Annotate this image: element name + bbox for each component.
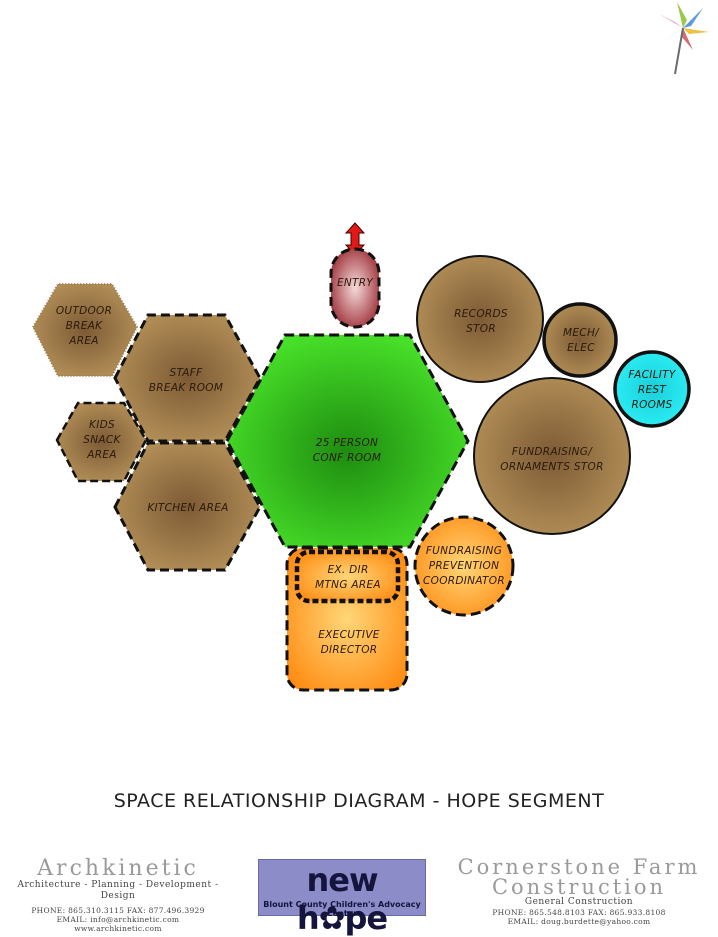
cornerstone-block: Cornerstone Farm Construction General Co… xyxy=(440,855,718,927)
room-kitchen-label: KITCHEN AREA xyxy=(147,502,228,514)
room-fundraising-orn-label-2: ORNAMENTS STOR xyxy=(500,461,603,473)
cornerstone-phone: PHONE: 865.548.8103 FAX: 865.933.8108 xyxy=(492,908,666,917)
room-staff-break-label-2: BREAK ROOM xyxy=(149,382,223,394)
archkinetic-block: Archkinetic Architecture - Planning - De… xyxy=(0,856,236,934)
cornerstone-name-1: Cornerstone Farm xyxy=(457,855,701,879)
room-kids-snack-label-3: AREA xyxy=(86,449,117,461)
cornerstone-email: EMAIL: doug.burdette@yahoo.com xyxy=(507,917,651,926)
room-mech-elec-label-2: ELEC xyxy=(567,342,595,354)
room-outdoor-break-label-2: BREAK xyxy=(66,320,104,332)
room-mech-elec: MECH/ ELEC xyxy=(542,302,618,378)
room-facility-label-3: ROOMS xyxy=(631,399,672,411)
diagram-title: SPACE RELATIONSHIP DIAGRAM - HOPE SEGMEN… xyxy=(113,790,605,812)
archkinetic-phone: PHONE: 865.310.3115 FAX: 877.496.3929 xyxy=(31,906,205,915)
room-prevention-coordinator: FUNDRAISING PREVENTION COORDINATOR xyxy=(413,515,515,617)
room-kids-snack: KIDS SNACK AREA xyxy=(55,401,148,483)
room-kitchen: KITCHEN AREA xyxy=(113,441,262,572)
room-entry-label: ENTRY xyxy=(337,277,374,289)
room-prevention-label-2: PREVENTION xyxy=(429,560,500,572)
room-fundraising-orn-label-1: FUNDRAISING/ xyxy=(512,446,593,458)
pinwheel-logo xyxy=(659,2,709,75)
room-kids-snack-label-1: KIDS xyxy=(89,419,115,431)
new-hope-tagline: Blount County Children's Advocacy Center xyxy=(263,900,421,918)
room-prevention-label-3: COORDINATOR xyxy=(423,575,505,587)
room-staff-break: STAFF BREAK ROOM xyxy=(113,313,262,443)
room-facility-label-1: FACILITY xyxy=(628,369,676,381)
room-records-label-1: RECORDS xyxy=(454,308,508,320)
room-outdoor-break-label-1: OUTDOOR xyxy=(56,305,112,317)
room-records-stor: RECORDS STOR xyxy=(416,255,544,383)
room-records-label-2: STOR xyxy=(466,323,496,335)
room-conf-room: 25 PERSON CONF ROOM xyxy=(225,333,470,549)
room-executive-label-1: EXECUTIVE xyxy=(318,629,380,641)
room-conf-room-label-2: CONF ROOM xyxy=(313,452,381,464)
room-outdoor-break-area: OUTDOOR BREAK AREA xyxy=(31,283,139,377)
room-facility-label-2: REST xyxy=(638,384,667,396)
room-executive-label-2: DIRECTOR xyxy=(321,644,378,656)
cornerstone-sub: General Construction xyxy=(524,897,634,907)
room-prevention-label-1: FUNDRAISING xyxy=(426,545,502,557)
archkinetic-name: Archkinetic xyxy=(37,856,199,881)
room-ex-dir-label-2: MTNG AREA xyxy=(315,579,381,591)
archkinetic-web: www.archkinetic.com xyxy=(74,924,162,933)
new-hope-logo-text: new h✿pe xyxy=(296,861,388,937)
room-entry: ENTRY xyxy=(329,247,381,329)
room-fundraising-ornaments: FUNDRAISING/ ORNAMENTS STOR xyxy=(473,377,631,535)
room-outdoor-break-label-3: AREA xyxy=(68,335,99,347)
room-staff-break-label-1: STAFF xyxy=(170,367,204,379)
room-facility-rest-rooms: FACILITY REST ROOMS xyxy=(613,350,691,428)
room-ex-dir-mtng: EX. DIR MTNG AREA xyxy=(294,549,401,604)
room-mech-elec-label-1: MECH/ xyxy=(563,327,600,339)
new-hope-logo: new h✿pe Blount County Children's Advoca… xyxy=(258,859,426,937)
room-kids-snack-label-2: SNACK xyxy=(83,434,121,446)
cornerstone-name-2: Construction xyxy=(491,875,667,899)
room-ex-dir-label-1: EX. DIR xyxy=(327,564,368,576)
archkinetic-email: EMAIL: info@archkinetic.com xyxy=(56,915,180,924)
archkinetic-tagline: Architecture - Planning - Development - … xyxy=(17,880,219,901)
room-conf-room-label-1: 25 PERSON xyxy=(316,437,378,449)
